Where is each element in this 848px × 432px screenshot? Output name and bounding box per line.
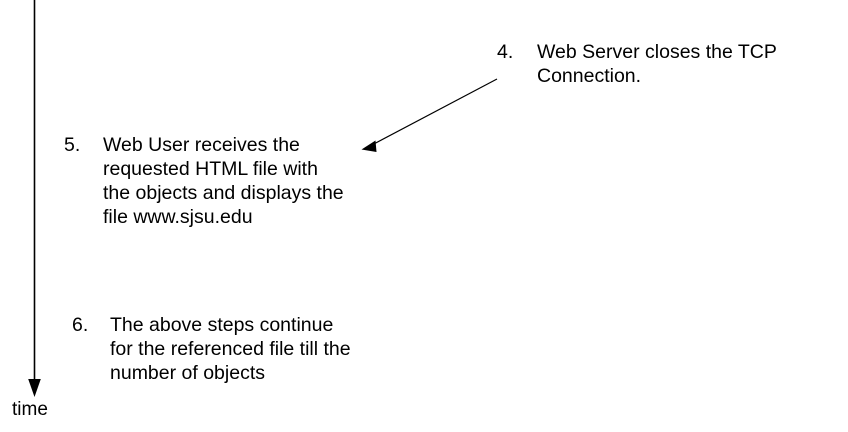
step-text-line: The above steps continue <box>110 314 334 336</box>
step-text-line: the objects and displays the <box>103 182 344 204</box>
step-item-5: 5. Web User receives the requested HTML … <box>64 133 344 229</box>
step-number-6: 6. <box>72 314 89 336</box>
connector-line <box>369 78 498 147</box>
step-text-line: Web User receives the <box>103 134 300 156</box>
step-text-5: Web User receives the requested HTML fil… <box>103 133 344 229</box>
step-text-line: for the referenced file till the <box>110 338 351 360</box>
step-item-6: 6. The above steps continue for the refe… <box>72 313 351 385</box>
step-text-4: Web Server closes the TCP Connection. <box>537 40 777 88</box>
step-text-6: The above steps continue for the referen… <box>110 313 351 385</box>
step-text-line: Web Server closes the TCP <box>537 41 777 63</box>
time-axis-label: time <box>12 399 48 420</box>
step-text-line: file www.sjsu.edu <box>103 206 253 228</box>
step-number-5: 5. <box>64 134 81 156</box>
step-text-line: Connection. <box>537 65 642 87</box>
connector-arrowhead <box>361 140 377 152</box>
time-axis-arrowhead <box>28 379 41 397</box>
step-text-line: requested HTML file with <box>103 158 318 180</box>
step-item-4: 4. Web Server closes the TCP Connection. <box>497 40 777 88</box>
step-number-4: 4. <box>497 41 514 63</box>
step-text-line: number of objects <box>110 362 266 384</box>
